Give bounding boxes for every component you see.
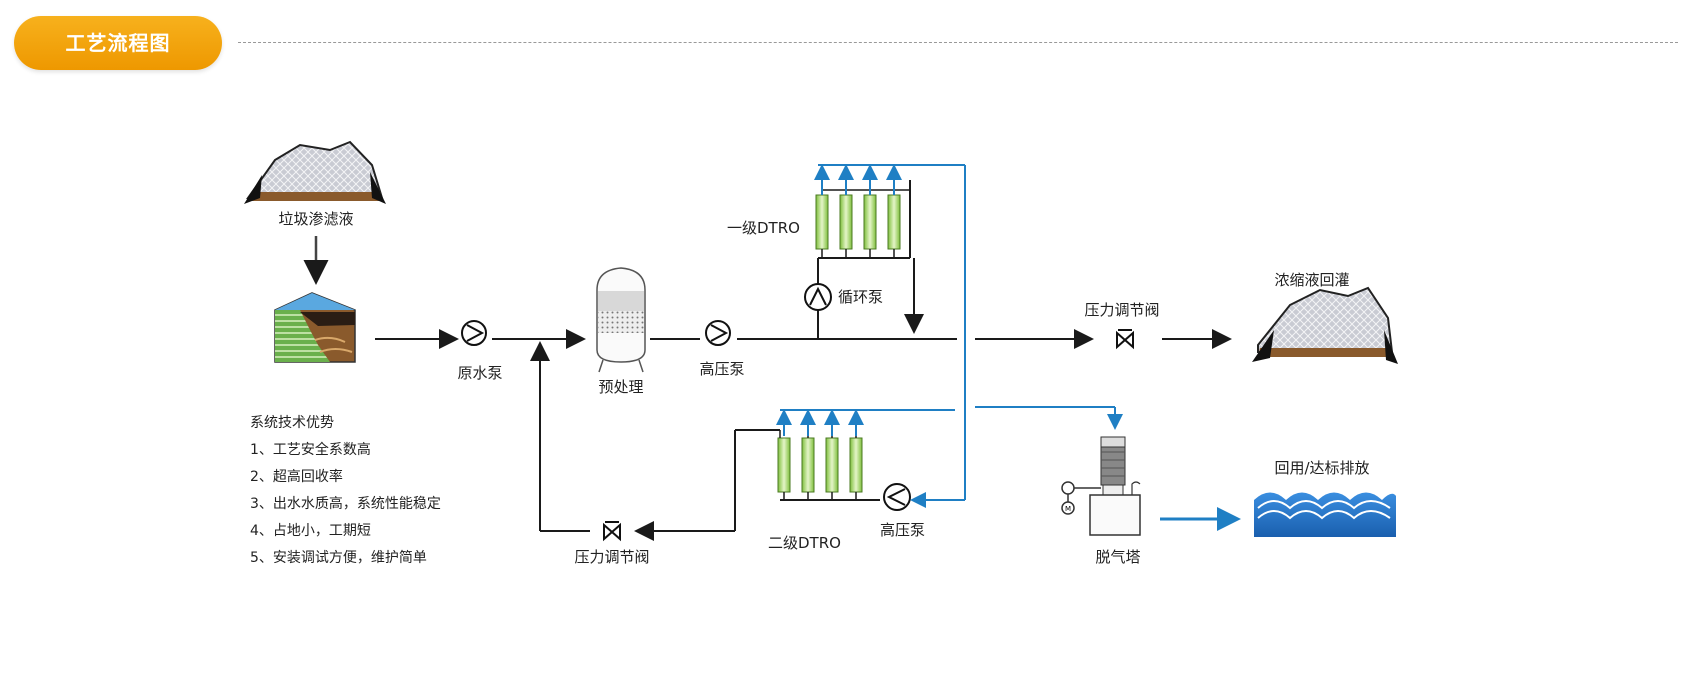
permeate-pipeline	[776, 164, 1241, 531]
advantage-item: 5、安装调试方便，维护简单	[250, 550, 427, 566]
dtro-stage-2-membranes	[777, 430, 863, 500]
raw-water-pump-icon	[461, 320, 487, 346]
regulating-tank-icon	[274, 292, 356, 363]
advantage-item: 3、出水水质高，系统性能稳定	[250, 496, 441, 512]
label-dtro-2: 二级DTRO	[768, 534, 841, 552]
leachate-pile-icon	[244, 140, 386, 204]
degassing-tower-icon: M	[1061, 436, 1141, 536]
pressure-valve-1-icon	[1116, 329, 1134, 350]
label-hp-pump-1: 高压泵	[699, 360, 744, 378]
advantage-item: 1、工艺安全系数高	[250, 442, 371, 458]
label-leachate: 垃圾渗滤液	[278, 210, 353, 228]
label-concentrate: 浓缩液回灌	[1274, 271, 1349, 289]
label-pressure-valve-1: 压力调节阀	[1084, 301, 1159, 319]
label-dtro-1: 一级DTRO	[727, 219, 800, 237]
dtro-stage-1-membranes	[815, 189, 910, 258]
advantages-title: 系统技术优势	[250, 415, 334, 431]
main-pipeline	[375, 180, 1232, 541]
label-pretreat: 预处理	[598, 378, 643, 396]
label-raw-pump: 原水泵	[457, 364, 502, 382]
concentrate-pile-icon	[1252, 286, 1398, 364]
label-discharge: 回用/达标排放	[1274, 459, 1369, 477]
pretreatment-vessel-icon	[596, 267, 646, 373]
label-hp-pump-2: 高压泵	[880, 521, 925, 539]
header-divider	[238, 42, 1678, 43]
section-title: 工艺流程图	[65, 31, 171, 55]
section-header-badge: 工艺流程图	[14, 16, 222, 70]
discharge-water-icon	[1254, 492, 1396, 537]
label-pressure-valve-2: 压力调节阀	[574, 548, 649, 566]
label-circ-pump: 循环泵	[838, 288, 883, 306]
advantage-item: 2、超高回收率	[250, 469, 343, 485]
high-pressure-pump-2-icon	[883, 483, 911, 511]
pressure-valve-2-icon	[603, 521, 621, 542]
circulation-pump-icon	[804, 283, 832, 311]
advantages-list: 系统技术优势 1、工艺安全系数高 2、超高回收率 3、出水水质高，系统性能稳定 …	[250, 410, 441, 572]
advantage-item: 4、占地小，工期短	[250, 523, 371, 539]
motor-label: M	[1065, 505, 1071, 513]
label-degas: 脱气塔	[1095, 548, 1140, 566]
high-pressure-pump-1-icon	[705, 320, 731, 346]
